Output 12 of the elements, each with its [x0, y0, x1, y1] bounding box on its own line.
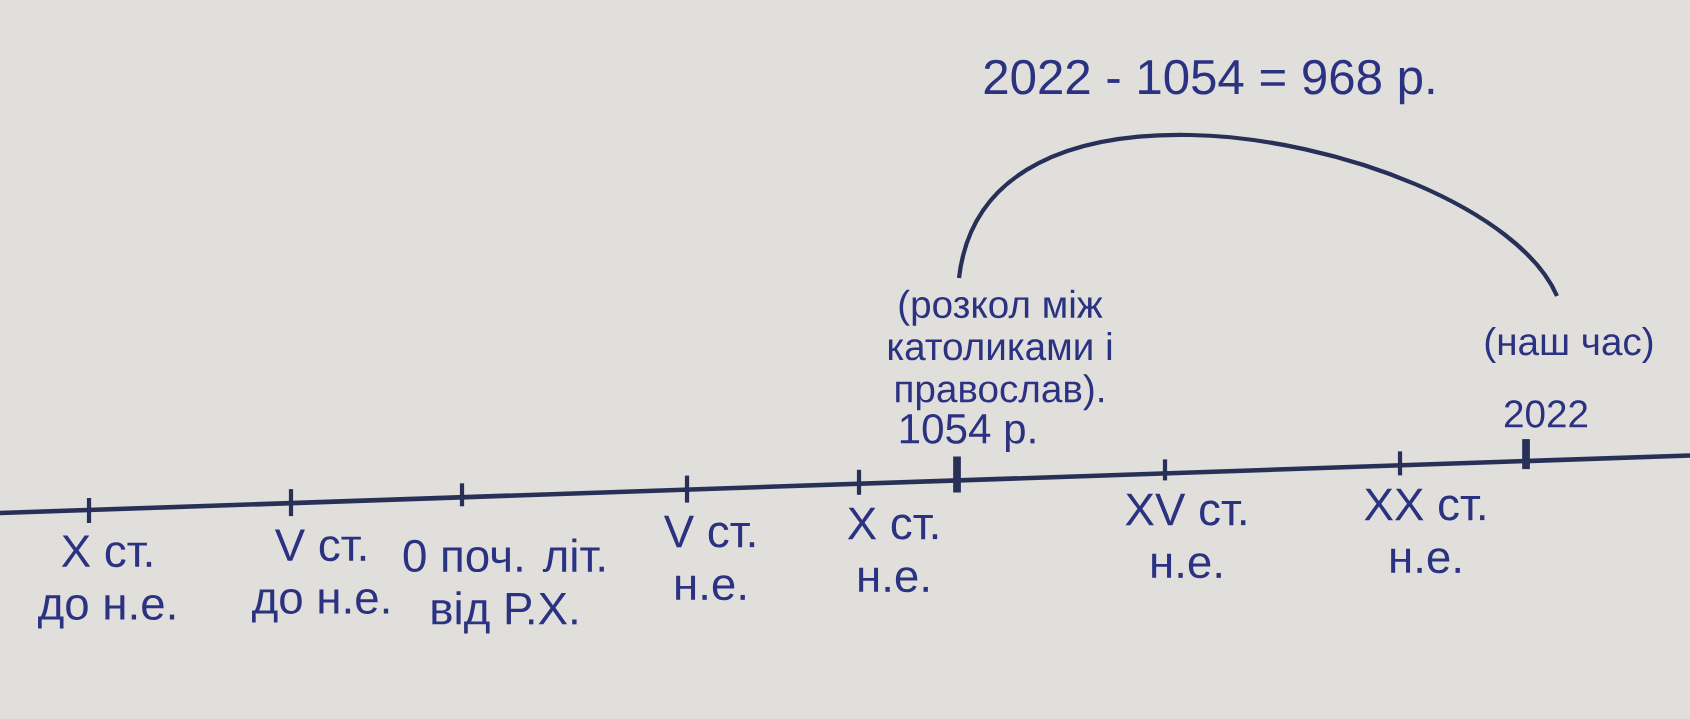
tick-label: XX ст. н.е.: [1364, 488, 1485, 574]
tick-label: 0 поч. літ. від Р.Х.: [403, 538, 604, 634]
tick-label: V ст. до н.е.: [252, 529, 389, 623]
tick-label: X ст. до н.е.: [38, 535, 175, 629]
equation-text: 2022 - 1054 = 968 р.: [984, 59, 1434, 105]
tick-label: X ст. н.е.: [847, 507, 938, 593]
tick-label: XV ст. н.е.: [1125, 493, 1246, 579]
year-label: 1054 р.: [900, 413, 1035, 453]
note-text: (розкол між католиками і православ).: [888, 289, 1112, 411]
note-text: (наш час): [1485, 327, 1653, 363]
tick-label: V ст. н.е.: [663, 515, 755, 601]
year-label: 2022: [1504, 400, 1588, 428]
